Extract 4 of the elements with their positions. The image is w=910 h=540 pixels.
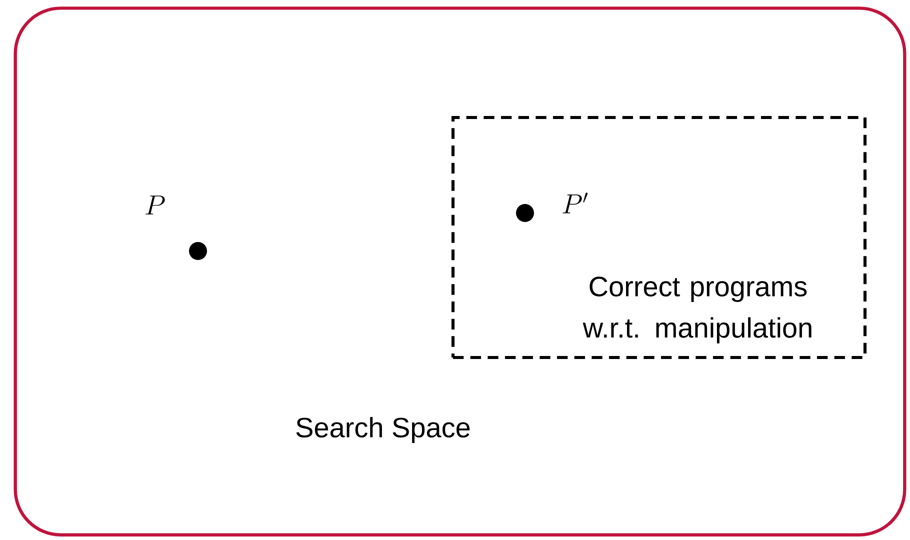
region-label: Correct programs w.r.t. manipulation: [582, 276, 812, 344]
point-label: $P'$: [562, 192, 588, 214]
point-label: $P$: [146, 196, 165, 214]
region-label: Search Space: [296, 416, 470, 444]
